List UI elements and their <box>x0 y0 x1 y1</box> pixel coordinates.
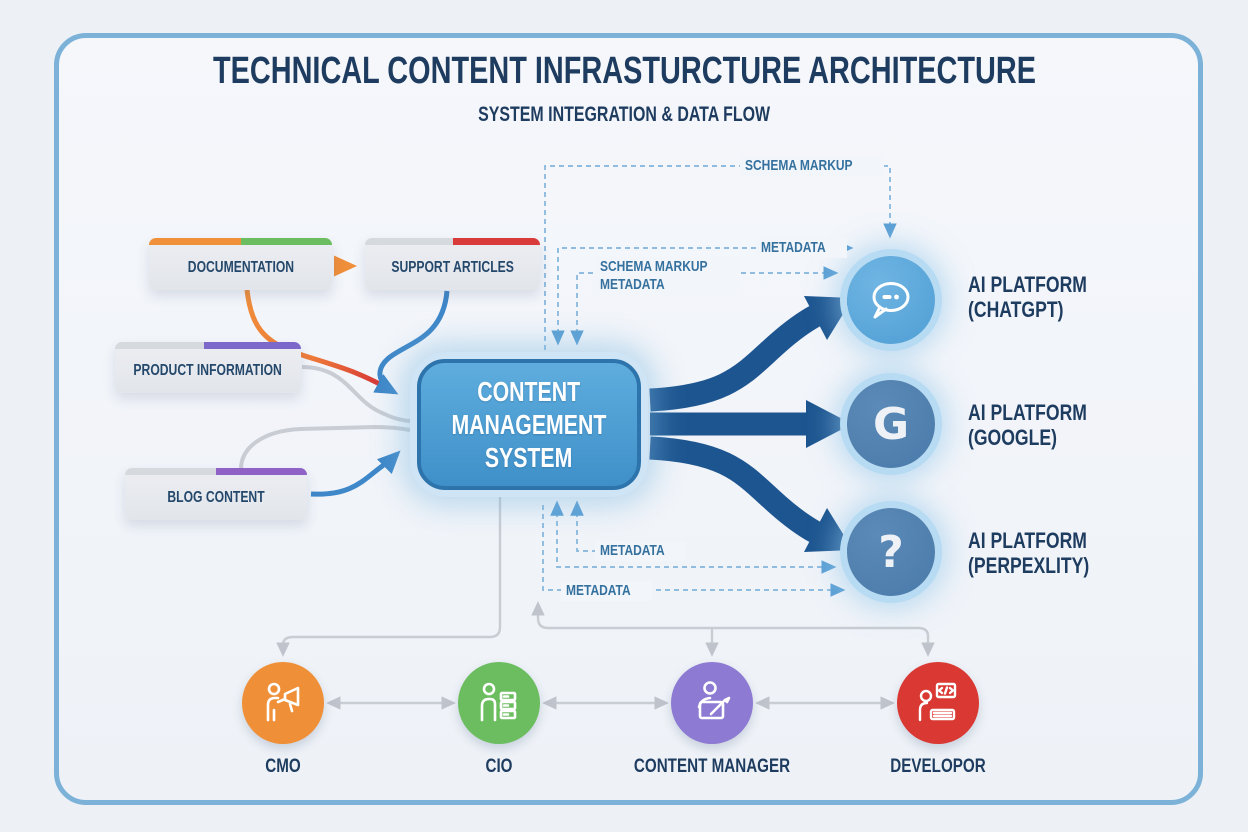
flow-label-schema-markup-top: SCHEMA MARKUP <box>740 156 885 176</box>
flow-label-metadata-top: METADATA <box>756 238 847 258</box>
platform-name: AI PLATFORM <box>968 528 1087 553</box>
cms-line-1: CONTENT <box>477 376 581 407</box>
accent-bar <box>365 238 540 245</box>
accent-bar <box>115 342 301 349</box>
role-circle-cio <box>458 662 540 744</box>
source-box-support-articles: SUPPORT ARTICLES <box>365 238 540 290</box>
source-label: PRODUCT INFORMATION <box>133 362 283 379</box>
role-circle-cmo <box>242 662 324 744</box>
platform-circle-google: G <box>847 380 935 468</box>
source-curves-gray <box>239 365 411 470</box>
source-box-product-information: PRODUCT INFORMATION <box>115 342 301 393</box>
source-label: DOCUMENTATION <box>187 258 294 276</box>
source-label: BLOG CONTENT <box>167 488 265 506</box>
role-label-cio: CIO <box>485 756 513 777</box>
cms-output-arrows <box>649 296 853 552</box>
platform-detail: (GOOGLE) <box>968 425 1057 450</box>
platform-circle-perplexity: ? <box>847 508 935 596</box>
server-person-icon <box>480 682 517 722</box>
accent-bar <box>149 238 332 245</box>
platform-name: AI PLATFORM <box>968 400 1087 425</box>
subtitle-text: SYSTEM INTEGRATION & DATA FLOW <box>477 103 770 126</box>
editor-person-icon <box>697 681 731 720</box>
source-curves-blue <box>310 290 450 497</box>
platform-detail: (PERPEXLITY) <box>968 553 1090 578</box>
cms-box: CONTENT MANAGEMENT SYSTEM <box>410 352 648 497</box>
platform-label-chatgpt: AI PLATFORM (CHATGPT) <box>968 272 1117 322</box>
question-mark-icon: ? <box>878 526 904 578</box>
accent-bar <box>125 468 307 475</box>
flow-label-metadata-low: METADATA <box>595 541 686 561</box>
platform-name: AI PLATFORM <box>968 272 1087 297</box>
role-circle-content-manager <box>671 662 753 744</box>
cms-line-2: MANAGEMENT <box>451 409 607 440</box>
cms-line-3: SYSTEM <box>485 442 573 473</box>
flow-label-metadata-bottom: METADATA <box>561 581 652 601</box>
platform-label-google: AI PLATFORM (GOOGLE) <box>968 400 1117 450</box>
page-subtitle: SYSTEM INTEGRATION & DATA FLOW <box>54 103 1194 127</box>
flow-label-schema-metadata-mid: SCHEMA MARKUP METADATA <box>595 257 740 295</box>
google-g-icon: G <box>872 398 910 450</box>
platform-detail: (CHATGPT) <box>968 297 1064 322</box>
role-circle-developer <box>897 662 979 744</box>
dashed-data-lines <box>542 165 897 597</box>
role-connectors <box>276 497 935 710</box>
chat-bubble-icon <box>872 282 910 319</box>
platform-circle-chatgpt <box>847 256 935 344</box>
title-text: TECHNICAL CONTENT INFRASTURCTURE ARCHITE… <box>212 50 1036 92</box>
source-curves-orange <box>244 255 396 395</box>
page-title: TECHNICAL CONTENT INFRASTURCTURE ARCHITE… <box>54 50 1194 93</box>
source-box-blog-content: BLOG CONTENT <box>125 468 307 520</box>
role-label-content-manager: CONTENT MANAGER <box>633 756 791 777</box>
source-label: SUPPORT ARTICLES <box>391 258 514 276</box>
platform-label-perplexity: AI PLATFORM (PERPEXLITY) <box>968 528 1120 578</box>
source-box-documentation: DOCUMENTATION <box>149 238 332 290</box>
role-label-cmo: CMO <box>265 756 301 777</box>
role-label-developer: DEVELOPOR <box>890 756 986 777</box>
megaphone-person-icon <box>266 682 300 722</box>
developer-person-icon <box>918 682 957 722</box>
